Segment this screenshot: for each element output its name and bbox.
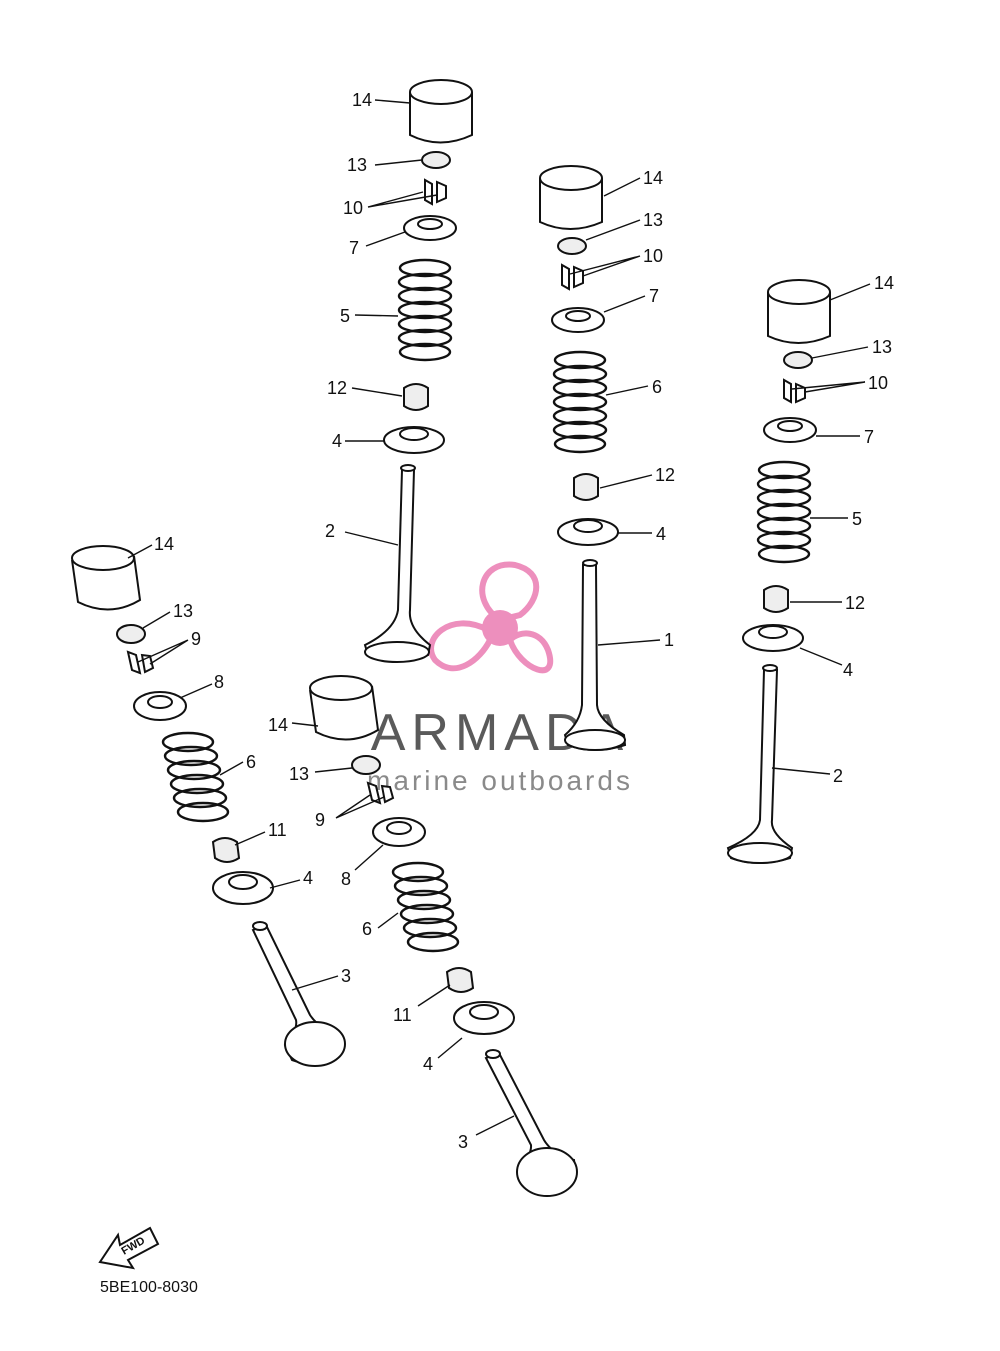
assembly-e: 14 13 9 8 6 11 4 3 [268, 675, 578, 1197]
spring-seat [453, 1001, 515, 1035]
callout-11: 11 [268, 820, 287, 840]
callout-9: 9 [191, 629, 201, 649]
callout-14: 14 [154, 534, 174, 554]
spring-seat [557, 518, 619, 546]
intake-valve [563, 559, 627, 751]
adjusting-pad [421, 151, 451, 169]
adjusting-pad [116, 624, 146, 644]
callout-8: 8 [214, 672, 224, 692]
callout-10: 10 [343, 198, 363, 218]
intake-valve [484, 1049, 578, 1197]
valve-cotter [366, 781, 395, 805]
valve-spring [161, 731, 230, 823]
callout-3: 3 [458, 1132, 468, 1152]
callout-4: 4 [656, 524, 666, 544]
spring-seat [742, 624, 804, 652]
callout-13: 13 [872, 337, 892, 357]
valve-stem-seal [211, 837, 241, 863]
callout-6: 6 [246, 752, 256, 772]
assembly-d: 14 13 9 8 6 11 4 3 [71, 534, 351, 1067]
armada-watermark: ARMADA marine outboards [367, 561, 633, 796]
callout-9: 9 [315, 810, 325, 830]
callout-2: 2 [325, 521, 335, 541]
valve-lifter [539, 165, 603, 230]
callout-1: 1 [664, 630, 674, 650]
exhaust-valve [363, 464, 432, 663]
valve-stem-seal [403, 383, 429, 411]
spring-seat [212, 871, 274, 905]
callout-8: 8 [341, 869, 351, 889]
valve-cotter [126, 650, 155, 675]
callout-12: 12 [845, 593, 865, 613]
callout-12: 12 [327, 378, 347, 398]
callout-7: 7 [649, 286, 659, 306]
callout-6: 6 [362, 919, 372, 939]
valve-lifter [409, 79, 473, 144]
callout-13: 13 [347, 155, 367, 175]
callout-3: 3 [341, 966, 351, 986]
spring-retainer [551, 307, 605, 333]
callout-11: 11 [393, 1005, 412, 1025]
propeller-logo-icon [428, 561, 554, 674]
assembly-c: 14 13 10 7 5 12 4 2 [726, 273, 894, 864]
callout-14: 14 [643, 168, 663, 188]
assembly-a: 14 13 10 7 5 12 4 2 [325, 79, 473, 663]
adjusting-pad [351, 755, 381, 775]
valve-cotter [424, 178, 447, 206]
adjusting-pad [557, 237, 587, 255]
valve-stem-seal [445, 967, 475, 993]
callout-7: 7 [864, 427, 874, 447]
exhaust-valve [726, 664, 794, 864]
drawing-code: 5BE100-8030 [100, 1279, 198, 1296]
callout-10: 10 [868, 373, 888, 393]
callout-13: 13 [643, 210, 663, 230]
exhaust-valve [251, 921, 346, 1067]
valve-spring [756, 460, 812, 564]
spring-retainer [403, 215, 457, 241]
valve-spring [552, 350, 608, 454]
callout-4: 4 [843, 660, 853, 680]
watermark-tagline: marine outboards [367, 765, 633, 796]
callout-12: 12 [655, 465, 675, 485]
callout-5: 5 [852, 509, 862, 529]
valve-cotter [783, 378, 806, 404]
callout-14: 14 [352, 90, 372, 110]
valve-spring [391, 861, 460, 953]
callout-7: 7 [349, 238, 359, 258]
valve-spring [397, 258, 453, 362]
callout-13: 13 [173, 601, 193, 621]
callout-14: 14 [874, 273, 894, 293]
callout-14: 14 [268, 715, 288, 735]
fwd-arrow-icon: FWD [98, 1226, 160, 1270]
spring-seat [383, 426, 445, 454]
valve-stem-seal [763, 585, 789, 613]
valve-lifter [309, 675, 380, 741]
callout-6: 6 [652, 377, 662, 397]
callout-2: 2 [833, 766, 843, 786]
spring-retainer [763, 417, 817, 443]
callout-4: 4 [303, 868, 313, 888]
valve-cotter [561, 263, 584, 291]
assembly-b: 14 13 10 7 6 12 4 1 [539, 165, 675, 751]
callout-5: 5 [340, 306, 350, 326]
valve-lifter [767, 279, 831, 344]
callout-10: 10 [643, 246, 663, 266]
spring-retainer [133, 691, 187, 721]
valve-stem-seal [573, 473, 599, 501]
callout-4: 4 [332, 431, 342, 451]
callout-13: 13 [289, 764, 309, 784]
spring-retainer [372, 817, 426, 847]
valve-lifter [71, 545, 142, 611]
callout-4: 4 [423, 1054, 433, 1074]
adjusting-pad [783, 351, 813, 369]
